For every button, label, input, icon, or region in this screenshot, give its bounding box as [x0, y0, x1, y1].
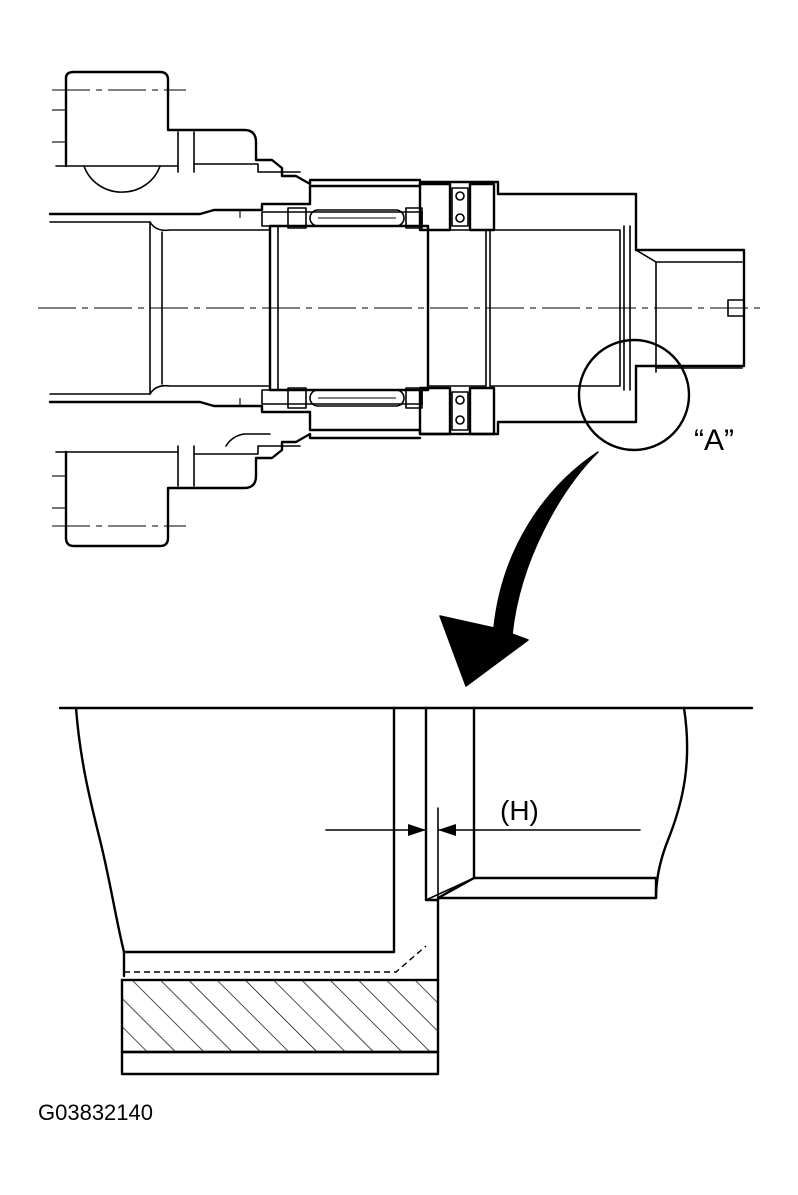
bearing-lower: [261, 387, 423, 409]
bearing-upper: [261, 207, 423, 229]
hatched-section: [120, 978, 440, 1054]
shaft: [48, 180, 638, 436]
seal-lower: [418, 386, 496, 436]
callout-label: “A”: [694, 424, 734, 457]
figure-id: G03832140: [38, 1100, 153, 1125]
detail-view: (H): [58, 706, 754, 1076]
lower-housing: [52, 432, 422, 548]
detail-left-boundary: [74, 706, 126, 954]
dimension-h: [325, 812, 641, 848]
dimension-label: (H): [500, 795, 539, 826]
output-flange: [634, 248, 746, 373]
detail-arrow: [439, 451, 599, 687]
assembly-view: “A”: [38, 70, 760, 687]
seal-upper: [418, 182, 496, 232]
detail-circle-a: [577, 338, 691, 452]
hidden-line: [124, 945, 427, 973]
detail-right-boundary: [654, 706, 689, 900]
upper-housing: [52, 70, 422, 193]
